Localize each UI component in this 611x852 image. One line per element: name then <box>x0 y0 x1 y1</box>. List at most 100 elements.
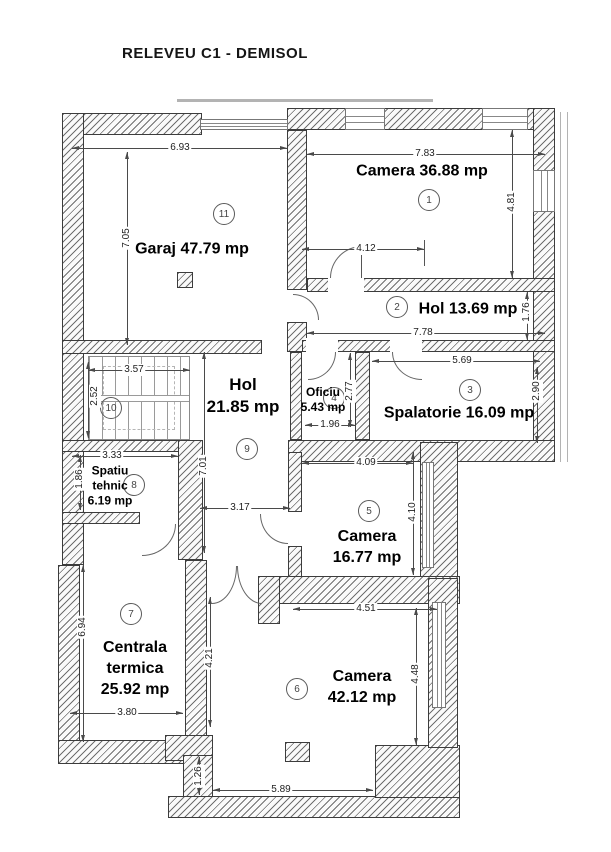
room-number-hol2: 2 <box>386 296 408 318</box>
room-label-spatiu-line2: tehnic <box>92 478 128 493</box>
dimline-spatiu-width <box>72 454 178 458</box>
dim-camera1-width: 7.83 <box>413 148 437 160</box>
wall-camera5-left-upper <box>288 452 302 512</box>
room-label-spatiu-tehnic: Spatiu tehnic 6.19 mp <box>88 464 133 509</box>
dim-spatiu-width: 3.33 <box>100 450 124 462</box>
dimline-spalatorie-height <box>535 367 539 443</box>
room-label-hol9-line2: 21.85 mp <box>206 397 280 416</box>
dim-spalatorie-height: 2.90 <box>531 379 543 403</box>
dimtick-camera1-partial <box>424 240 425 266</box>
dim-terasa-width: 5.89 <box>269 784 293 796</box>
canopy-line <box>177 99 433 102</box>
wall-hol2-bottom <box>302 340 555 352</box>
dimline-centrala-height <box>81 565 85 742</box>
room-label-camera6-line1: Camera <box>332 668 392 686</box>
room-number-spalatorie: 3 <box>459 379 481 401</box>
window-top-1 <box>345 108 385 130</box>
door-arc-oficiu <box>308 352 336 380</box>
dim-treapta-height: 1.26 <box>193 764 205 788</box>
room-label-camera1: Camera 36.88 mp <box>356 162 488 180</box>
wall-bottom <box>168 796 460 818</box>
room-label-camera6-line2: 42.12 mp <box>327 689 397 706</box>
dim-camera5-width: 4.09 <box>354 457 378 469</box>
wall-camera1-bottom <box>307 278 555 292</box>
double-door-left-arc <box>212 566 237 604</box>
room-label-hol9: Hol 21.85 mp <box>207 374 280 418</box>
wall-left <box>62 113 84 565</box>
dim-hol2-width: 7.78 <box>411 327 435 339</box>
column-bottom <box>285 742 310 762</box>
window-top-2 <box>482 108 528 130</box>
wall-centrala-bottom <box>58 740 185 764</box>
wall-camera6-left-stub <box>258 576 280 624</box>
plan-title: RELEVEU C1 - DEMISOL <box>122 45 308 62</box>
dimline-hol9-height <box>202 352 206 553</box>
dim-camera5-height: 4.10 <box>407 500 419 524</box>
room-number-camera1: 1 <box>418 189 440 211</box>
room-label-camera5-line1: Camera <box>337 528 397 546</box>
door-arc-spatiu-tehnic <box>142 524 176 556</box>
dim-centrala-height: 6.94 <box>77 615 89 639</box>
dim-oficiu-width: 1.96 <box>318 419 342 431</box>
room-number-garaj: 11 <box>213 203 235 225</box>
dim-scara-height: 2.52 <box>89 384 101 408</box>
room-number-scara: 10 <box>100 397 122 419</box>
wall-camera5-left-lower <box>288 546 302 578</box>
room-label-oficiu-line2: 5.43 mp <box>300 400 346 414</box>
room-label-spalatorie: Spalatorie 16.09 mp <box>383 404 535 422</box>
room-label-spatiu-line3: 6.19 mp <box>87 493 133 508</box>
room-label-hol9-line1: Hol <box>229 374 257 394</box>
room-label-garaj: Garaj 47.79 mp <box>135 240 249 258</box>
room-label-oficiu-line1: Oficiu <box>305 385 341 399</box>
dim-spalatorie-width: 5.69 <box>450 355 474 367</box>
room-label-centrala-line2: termica <box>106 659 164 677</box>
dim-oficiu-height: 2.77 <box>344 379 356 403</box>
room-label-centrala-line1: Centrala <box>102 638 168 656</box>
room-label-centrala-line3: 25.92 mp <box>100 680 170 698</box>
wall-garaj-bottom <box>62 340 262 354</box>
dim-hol9-width: 3.17 <box>228 502 252 514</box>
wall-hol9-oficiu <box>290 352 302 440</box>
room-label-oficiu: Oficiu 5.43 mp <box>301 385 346 415</box>
wall-bottom-right-block <box>375 745 460 798</box>
staircase-mid-rail <box>89 394 189 402</box>
room-number-hol9: 9 <box>236 438 258 460</box>
window-camera6 <box>432 602 446 708</box>
room-number-spatiu-tehnic: 8 <box>123 474 145 496</box>
door-arc-spalatorie <box>392 352 422 380</box>
wall-centrala-left <box>58 565 80 745</box>
wall-garaj-camera1 <box>287 130 307 290</box>
room-number-camera5: 5 <box>358 500 380 522</box>
wall-spatiu-top <box>62 440 203 452</box>
room-label-camera5-line2: 16.77 mp <box>332 549 402 566</box>
wall-oficiu-right <box>355 352 370 440</box>
room-number-camera6: 6 <box>286 678 308 700</box>
dim-camera6-width: 4.51 <box>354 603 378 615</box>
room-label-centrala: Centrala termica 25.92 mp <box>101 638 169 700</box>
door-leaf-camera1 <box>361 246 362 278</box>
facade-line-right-inner <box>567 112 568 462</box>
door-arc-camera5 <box>260 514 288 544</box>
double-door-right-arc <box>237 566 262 604</box>
dim-hol2-height: 1.76 <box>521 300 533 324</box>
room-label-hol2: Hol 13.69 mp <box>418 300 518 318</box>
dim-scara-width: 3.57 <box>122 364 146 376</box>
room-label-camera5: Camera 16.77 mp <box>333 527 401 569</box>
room-label-spatiu-line1: Spatiu <box>91 463 129 478</box>
dim-camera1-partial: 4.12 <box>354 243 378 255</box>
wall-spatiu-bottom <box>62 512 140 524</box>
dim-spatiu-height: 1.86 <box>74 467 86 491</box>
window-camera5 <box>422 462 434 568</box>
wall-hol9-bottom <box>258 576 460 604</box>
dimline-terasa-width <box>213 788 373 792</box>
door-gap-oficiu <box>306 338 338 354</box>
door-arc-garaj <box>293 294 319 320</box>
dim-hol9-height: 7.01 <box>198 454 210 478</box>
door-gap-spalatorie <box>390 338 422 354</box>
room-label-camera6: Camera 42.12 mp <box>328 667 396 709</box>
dimline-scara-height <box>86 362 90 438</box>
door-gap-camera1 <box>328 276 364 294</box>
wall-garaj-top <box>62 113 202 135</box>
dim-garaj-height: 7.05 <box>121 226 133 250</box>
